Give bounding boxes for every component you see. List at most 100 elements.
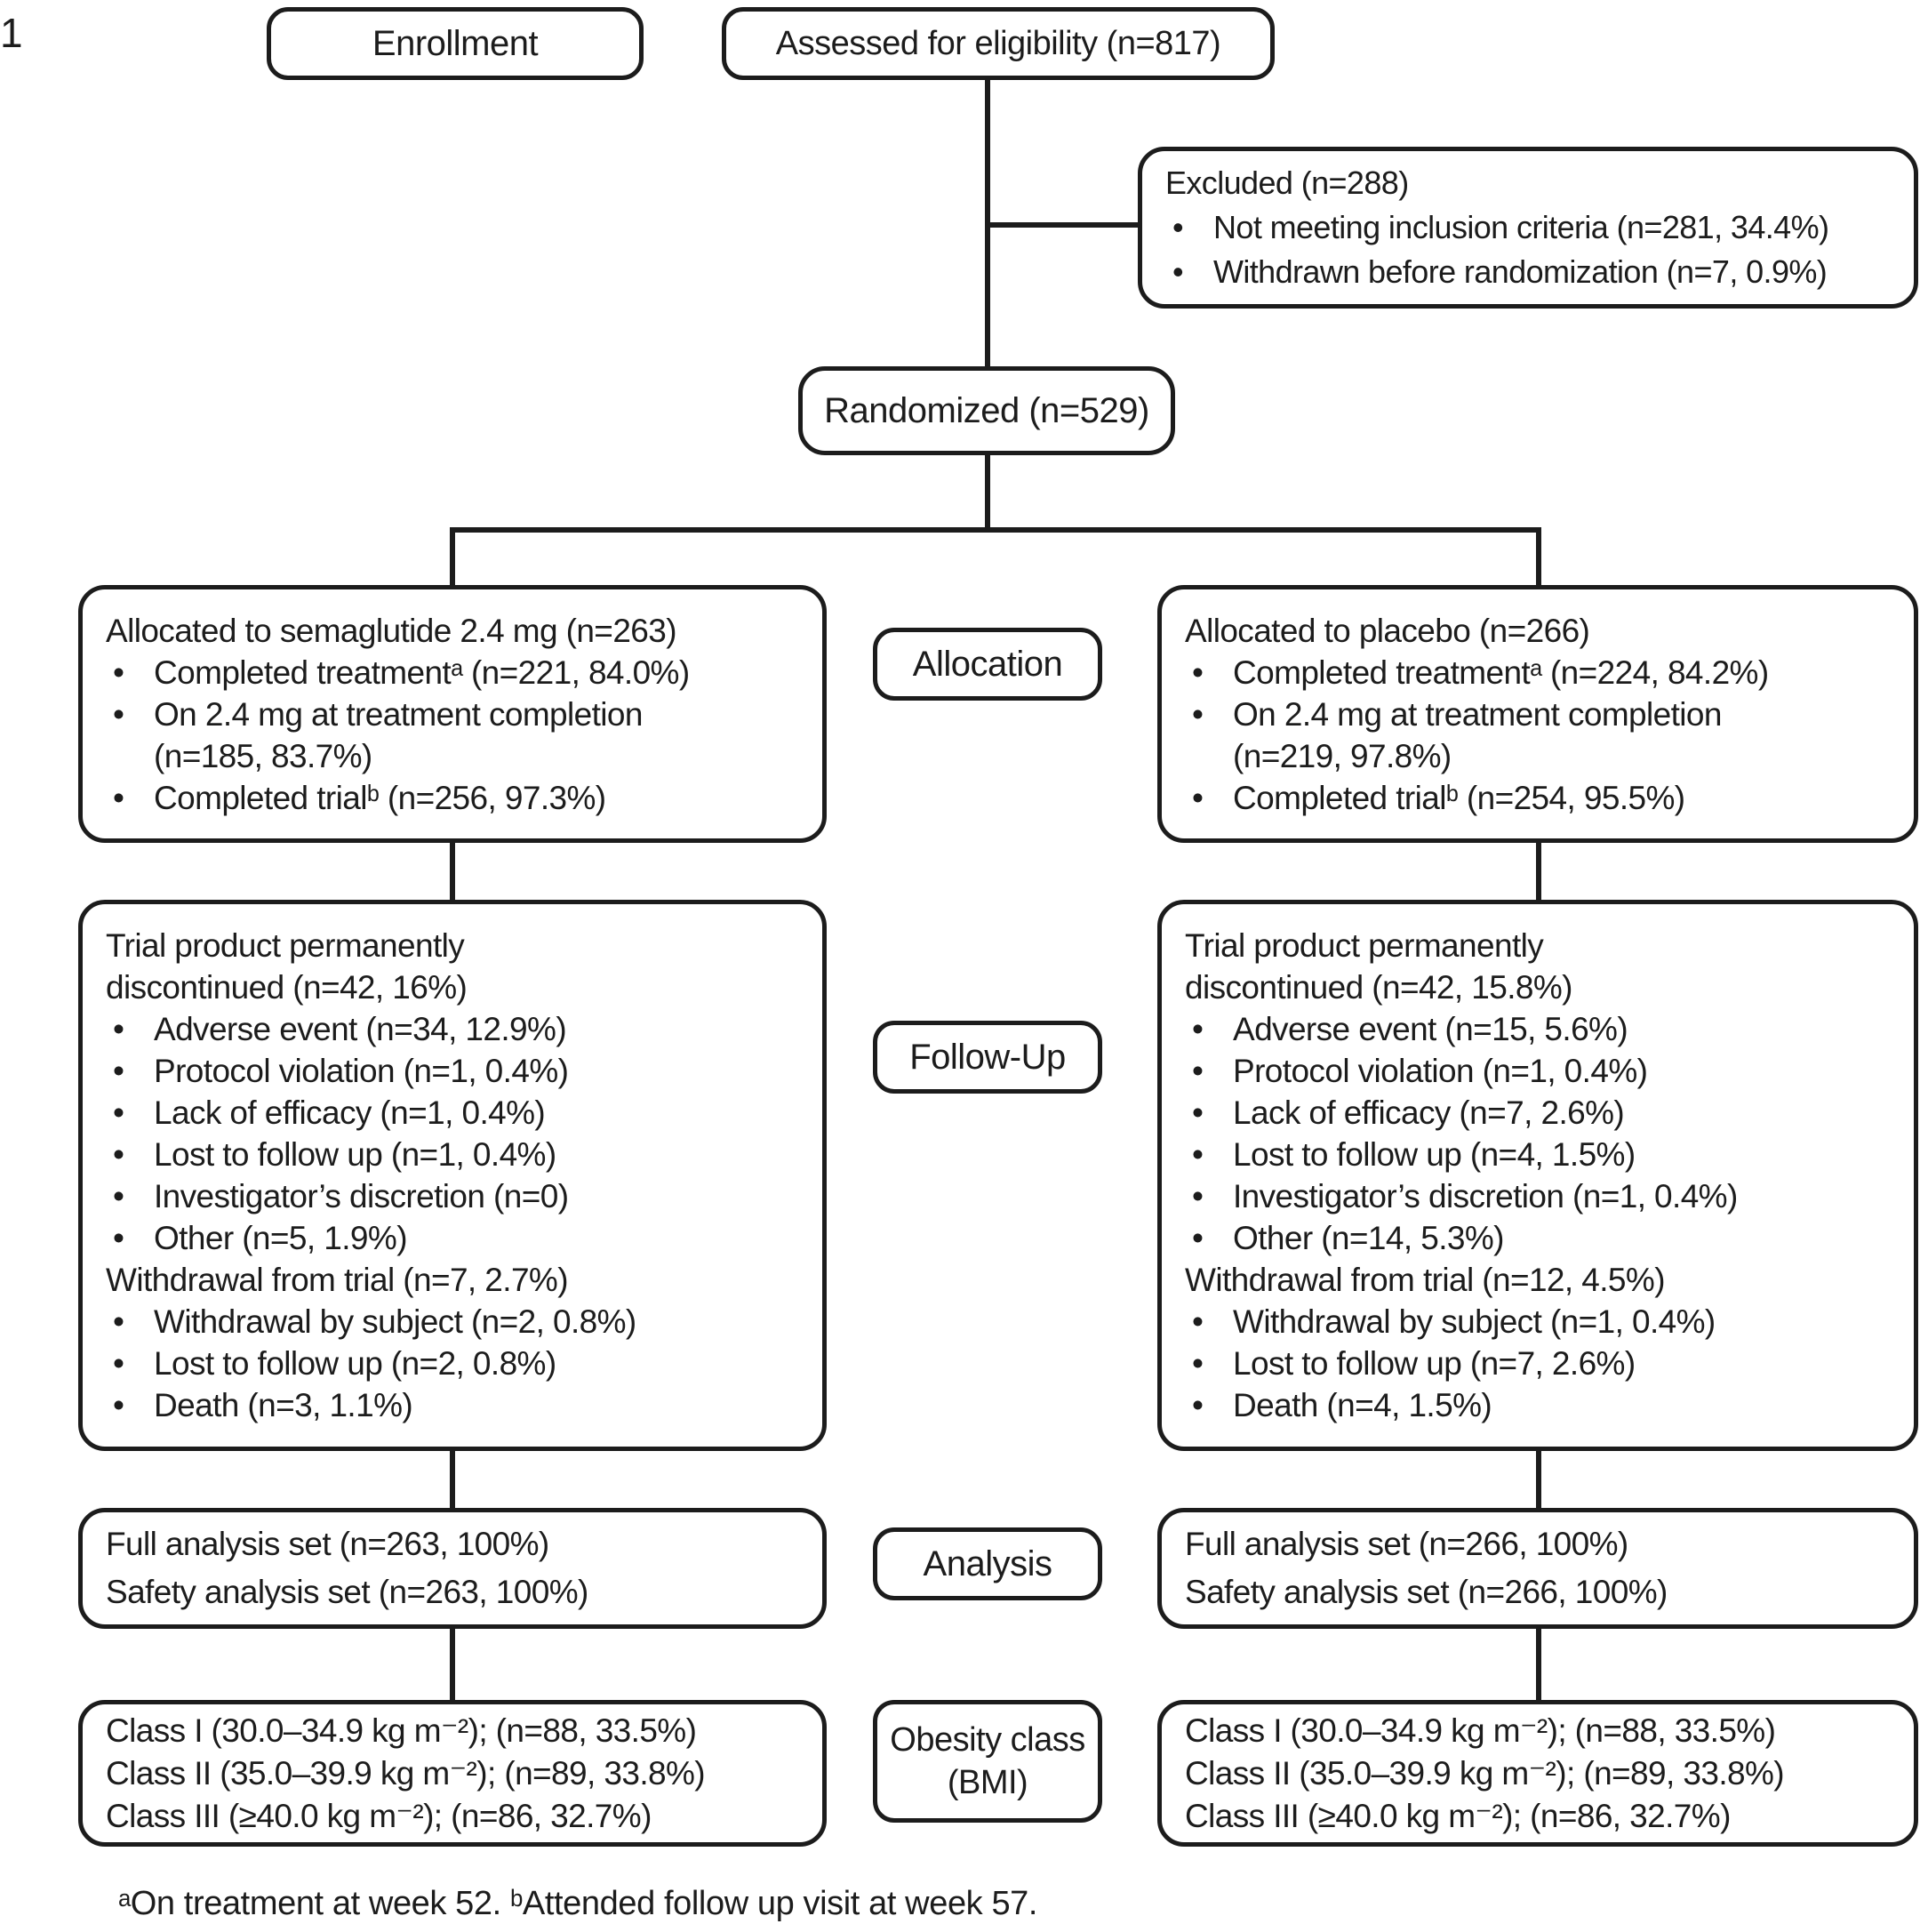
stage-label-followup: Follow-Up: [873, 1021, 1102, 1094]
box-line: Class III (≥40.0 kg m⁻²); (n=86, 32.7%): [1185, 1795, 1891, 1838]
box-line: Class I (30.0–34.9 kg m⁻²); (n=88, 33.5%…: [106, 1710, 799, 1752]
bullet-marker: •: [113, 1136, 124, 1173]
box-line: • Lost to follow up (n=7, 2.6%): [1185, 1343, 1891, 1384]
box-line: Trial product permanently: [106, 925, 799, 966]
line-text: Lost to follow up (n=7, 2.6%): [1233, 1345, 1636, 1382]
box-line: Full analysis set (n=263, 100%): [106, 1520, 799, 1568]
box-line: • Withdrawal by subject (n=2, 0.8%): [106, 1301, 799, 1343]
bullet-marker: •: [1192, 1303, 1204, 1340]
box-line: •Completed treatmentᵃ (n=224, 84.2%): [1185, 652, 1891, 693]
line-text: Full analysis set (n=263, 100%): [106, 1526, 549, 1562]
line-text: (n=185, 83.7%): [154, 737, 372, 774]
box-line: discontinued (n=42, 15.8%): [1185, 966, 1891, 1008]
line-text: Trial product permanently: [1185, 927, 1544, 964]
line-text: Other (n=14, 5.3%): [1233, 1220, 1505, 1256]
bullet-marker: •: [1192, 1220, 1204, 1256]
bullet-marker: •: [113, 1011, 124, 1047]
box-line: Class II (35.0–39.9 kg m⁻²); (n=89, 33.8…: [1185, 1752, 1891, 1795]
bullet-marker: •: [113, 1178, 124, 1215]
box-line: •Lost to follow up (n=4, 1.5%): [1185, 1134, 1891, 1175]
stage-label-enrollment: Enrollment: [267, 7, 644, 80]
box-line: • Death (n=3, 1.1%): [106, 1384, 799, 1426]
line-text: On 2.4 mg at treatment completion: [1233, 695, 1722, 733]
randomized-box: Randomized (n=529): [798, 366, 1175, 455]
bullet-marker: •: [113, 1345, 124, 1382]
box-line: •Lack of efficacy (n=7, 2.6%): [1185, 1092, 1891, 1134]
obesity-box-semaglutide: Class I (30.0–34.9 kg m⁻²); (n=88, 33.5%…: [78, 1700, 827, 1847]
box-line: •Lack of efficacy (n=1, 0.4%): [106, 1092, 799, 1134]
bullet-marker: •: [113, 1387, 124, 1423]
box-line: •Other (n=5, 1.9%): [106, 1217, 799, 1259]
connector-to-excluded: [985, 222, 1138, 228]
line-text: Completed treatmentᵃ (n=224, 84.2%): [1233, 653, 1769, 691]
line-text: Lost to follow up (n=1, 0.4%): [154, 1136, 556, 1173]
box-line: (n=219, 97.8%): [1185, 735, 1891, 777]
box-line: • Investigator’s discretion (n=0): [106, 1175, 799, 1217]
box-line: •Death (n=4, 1.5%): [1185, 1384, 1891, 1426]
bullet-marker: •: [113, 1303, 124, 1340]
line-text: Safety analysis set (n=266, 100%): [1185, 1574, 1668, 1610]
bullet-marker: •: [1192, 1345, 1204, 1382]
box-line: Trial product permanently: [1185, 925, 1891, 966]
stage-label-obesity-line1: Obesity class: [890, 1721, 1085, 1759]
bullet-marker: •: [1192, 695, 1204, 733]
assessed-box: Assessed for eligibility (n=817): [722, 7, 1275, 80]
allocation-box-semaglutide: Allocated to semaglutide 2.4 mg (n=263)•…: [78, 585, 827, 843]
stage-label-analysis-text: Analysis: [923, 1543, 1052, 1583]
stage-label-allocation-text: Allocation: [912, 644, 1063, 684]
page-number: 1: [0, 10, 23, 56]
connector-split-right: [1536, 527, 1541, 586]
line-text: Completed treatmentᵃ (n=221, 84.0%): [154, 653, 690, 691]
stage-label-enrollment-text: Enrollment: [372, 23, 539, 63]
line-text: Withdrawal by subject (n=2, 0.8%): [154, 1303, 636, 1340]
box-line: •Adverse event (n=34, 12.9%): [106, 1008, 799, 1050]
line-text: Withdrawal by subject (n=1, 0.4%): [1233, 1303, 1716, 1340]
connector-split-horizontal: [450, 527, 1541, 533]
box-line: • Investigator’s discretion (n=1, 0.4%): [1185, 1175, 1891, 1217]
line-text: discontinued (n=42, 15.8%): [1185, 969, 1573, 1006]
box-line: discontinued (n=42, 16%): [106, 966, 799, 1008]
box-line: Safety analysis set (n=266, 100%): [1185, 1568, 1891, 1616]
box-line: Withdrawal from trial (n=12, 4.5%): [1185, 1259, 1891, 1301]
stage-label-allocation: Allocation: [873, 628, 1102, 701]
box-line: • Protocol violation (n=1, 0.4%): [1185, 1050, 1891, 1092]
line-text: Investigator’s discretion (n=0): [154, 1178, 569, 1215]
line-text: Adverse event (n=15, 5.6%): [1233, 1011, 1628, 1047]
line-text: Investigator’s discretion (n=1, 0.4%): [1233, 1178, 1738, 1215]
bullet-marker: •: [1172, 209, 1184, 245]
box-line: • Other (n=14, 5.3%): [1185, 1217, 1891, 1259]
line-text: Death (n=3, 1.1%): [154, 1387, 413, 1423]
bullet-marker: •: [113, 1053, 124, 1089]
line-text: Allocated to semaglutide 2.4 mg (n=263): [106, 612, 677, 649]
connector-split-left: [450, 527, 455, 586]
stage-label-obesity-line2: (BMI): [947, 1764, 1028, 1801]
line-text: Safety analysis set (n=263, 100%): [106, 1574, 588, 1610]
box-line: •Completed treatmentᵃ (n=221, 84.0%): [106, 652, 799, 693]
connector-analysis-obesity-left: [450, 1629, 455, 1700]
bullet-marker: •: [113, 779, 124, 816]
followup-box-placebo: Trial product permanently discontinued (n…: [1157, 900, 1918, 1451]
connector-randomized-to-split: [985, 455, 990, 532]
line-text: Lack of efficacy (n=1, 0.4%): [154, 1094, 546, 1131]
connector-alloc-followup-right: [1536, 843, 1541, 900]
line-text: Completed trialᵇ (n=256, 97.3%): [154, 779, 606, 816]
bullet-marker: •: [1192, 1053, 1204, 1089]
box-line: Withdrawal from trial (n=7, 2.7%): [106, 1259, 799, 1301]
box-line: • Adverse event (n=15, 5.6%): [1185, 1008, 1891, 1050]
bullet-marker: •: [1192, 1011, 1204, 1047]
line-text: Not meeting inclusion criteria (n=281, 3…: [1213, 209, 1829, 245]
line-text: Protocol violation (n=1, 0.4%): [154, 1053, 569, 1089]
line-text: Protocol violation (n=1, 0.4%): [1233, 1053, 1648, 1089]
allocation-box-placebo: Allocated to placebo (n=266)•Completed t…: [1157, 585, 1918, 843]
bullet-marker: •: [1192, 1178, 1204, 1215]
bullet-marker: •: [113, 1220, 124, 1256]
excluded-box: Excluded (n=288)•Not meeting inclusion c…: [1138, 147, 1918, 309]
bullet-marker: •: [1192, 779, 1204, 816]
box-line: •Withdrawn before randomization (n=7, 0.…: [1165, 250, 1891, 294]
line-text: discontinued (n=42, 16%): [106, 969, 468, 1006]
line-text: Withdrawal from trial (n=12, 4.5%): [1185, 1262, 1666, 1298]
box-line: Allocated to semaglutide 2.4 mg (n=263): [106, 610, 799, 652]
box-line: Safety analysis set (n=263, 100%): [106, 1568, 799, 1616]
box-line: • Not meeting inclusion criteria (n=281, …: [1165, 205, 1891, 250]
